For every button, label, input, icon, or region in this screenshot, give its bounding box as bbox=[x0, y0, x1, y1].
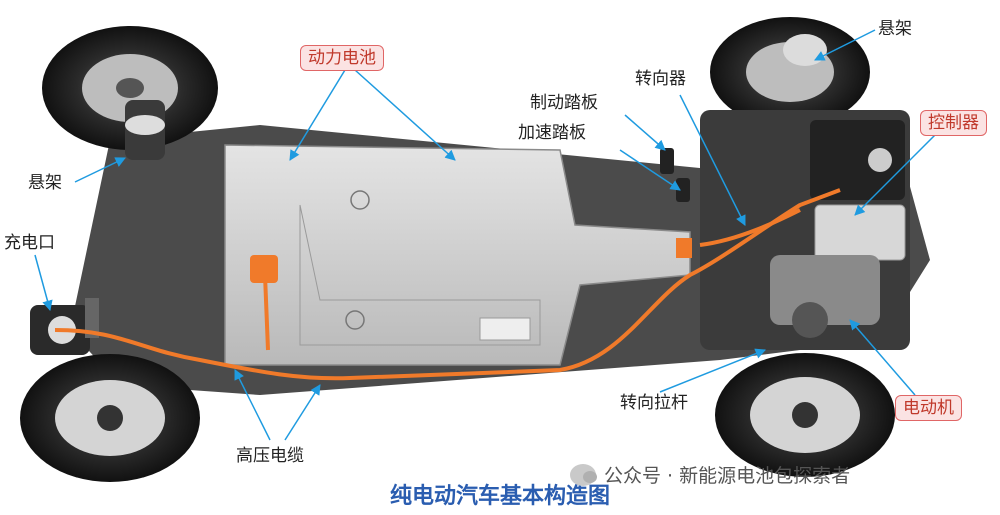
watermark-text: 公众号 · 新能源电池包探索者 bbox=[604, 465, 851, 487]
label-hv-cable: 高压电缆 bbox=[236, 446, 304, 466]
arrow-battery-b bbox=[354, 69, 456, 161]
wheel-rear-left bbox=[42, 26, 218, 150]
hv-cable-route bbox=[54, 188, 841, 381]
rear-suspension bbox=[125, 100, 165, 160]
label-battery: 动力电池 bbox=[300, 45, 384, 71]
arrow-motor bbox=[849, 319, 916, 396]
arrow-accel-pedal bbox=[619, 149, 681, 191]
wheel-front-right bbox=[715, 353, 895, 477]
arrow-hv-cable-a bbox=[234, 369, 271, 441]
diagram-caption: 纯电动汽车基本构造图 bbox=[389, 483, 610, 509]
label-motor: 电动机 bbox=[895, 395, 962, 421]
label-charge-port: 充电口 bbox=[4, 233, 55, 253]
wheel-rear-right bbox=[20, 354, 200, 482]
label-steering-gear: 转向器 bbox=[635, 69, 686, 89]
label-brake-pedal: 制动踏板 bbox=[530, 93, 598, 113]
label-suspension-rear: 悬架 bbox=[28, 173, 62, 193]
front-drive-unit bbox=[700, 34, 910, 350]
arrow-battery-a bbox=[289, 69, 346, 161]
arrow-steering-gear bbox=[679, 94, 746, 226]
label-controller: 控制器 bbox=[920, 110, 987, 136]
arrow-brake-pedal bbox=[624, 114, 666, 151]
arrow-suspension-rear bbox=[74, 157, 126, 183]
arrow-controller bbox=[854, 134, 936, 216]
label-suspension-front: 悬架 bbox=[878, 19, 912, 39]
arrow-suspension-front bbox=[814, 29, 876, 61]
arrow-steering-rod bbox=[659, 348, 766, 393]
charge-port bbox=[30, 298, 99, 355]
arrow-charge-port bbox=[34, 254, 53, 312]
callout-arrows bbox=[34, 29, 936, 441]
watermark: 公众号 · 新能源电池包探索者 bbox=[570, 461, 850, 488]
arrow-hv-cable-b bbox=[284, 384, 321, 441]
label-steering-rod: 转向拉杆 bbox=[620, 393, 688, 413]
label-accel-pedal: 加速踏板 bbox=[518, 123, 586, 143]
wechat-icon bbox=[570, 463, 597, 486]
